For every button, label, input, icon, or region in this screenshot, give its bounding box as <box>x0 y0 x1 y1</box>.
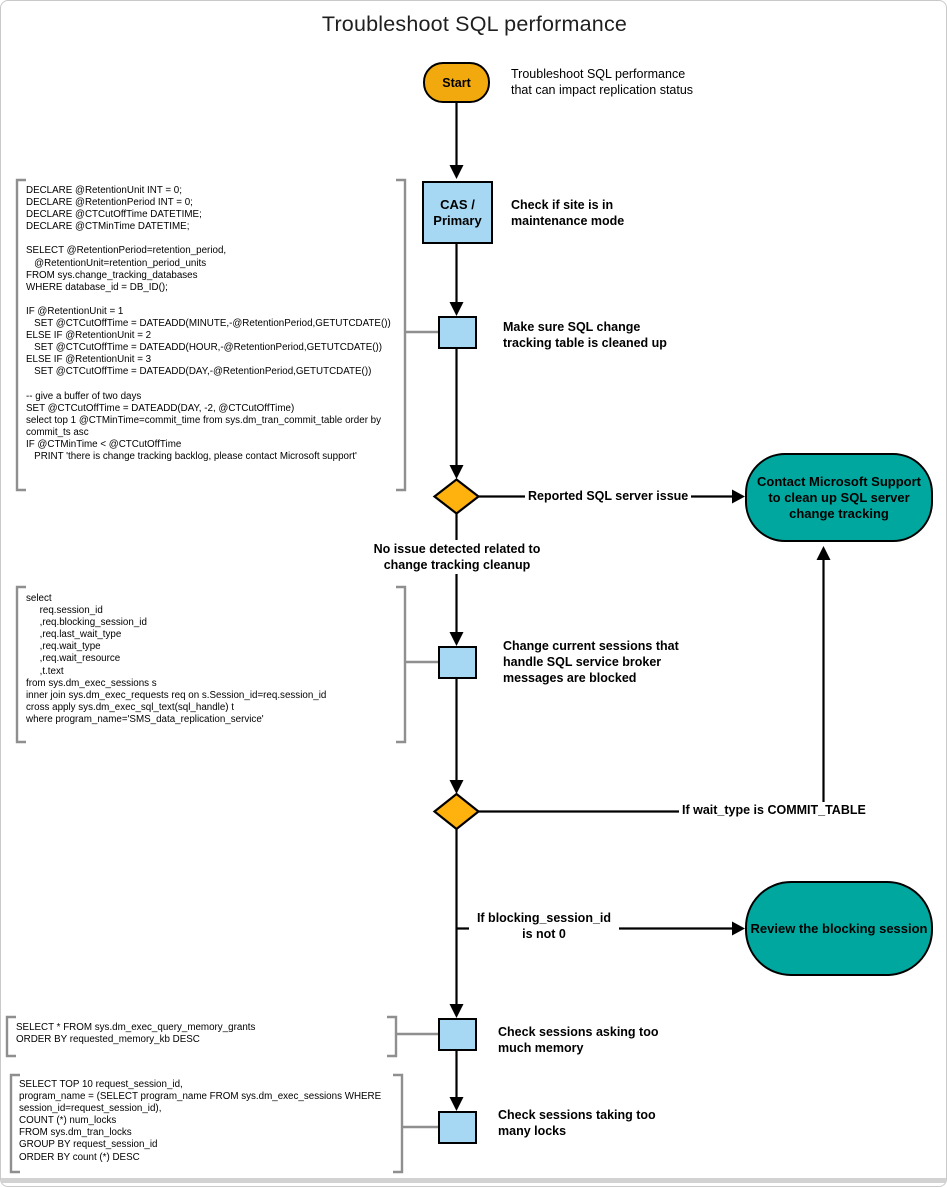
arrowhead-group <box>449 165 831 1111</box>
edge-label-blocking-session: If blocking_session_id is not 0 <box>469 910 619 943</box>
bracket-left-3 <box>5 1015 16 1058</box>
arrowhead-teal1-bottom <box>816 546 831 560</box>
edge-label-reported-issue: Reported SQL server issue <box>525 488 692 506</box>
terminal-node-review-blocking: Review the blocking session <box>745 881 933 976</box>
contact-support-label: Contact Microsoft Support to clean up SQ… <box>757 473 921 521</box>
arrowhead-teal1-left <box>732 489 745 504</box>
arrowhead-diamond2 <box>449 780 464 794</box>
bracket-left-4 <box>9 1073 20 1174</box>
process-node-broker-blocked <box>438 646 477 679</box>
cas-primary-node: CAS / Primary <box>422 181 493 244</box>
start-node: Start <box>423 62 490 103</box>
cas-annotation: Check if site is in maintenance mode <box>511 198 625 228</box>
review-blocking-label: Review the blocking session <box>750 921 928 936</box>
decision-diamond-wait-type <box>432 792 481 831</box>
bracket-left-2 <box>15 585 26 744</box>
decision-diamond-sql-issue <box>432 478 481 515</box>
broker-blocked-annotation: Change current sessions that handle SQL … <box>503 639 679 685</box>
start-node-label: Start <box>442 75 471 90</box>
arrowhead-diamond1 <box>449 465 464 479</box>
locks-check-annotation: Check sessions taking too many locks <box>498 1108 656 1138</box>
bracket-right-3 <box>387 1015 398 1058</box>
bracket-right-2 <box>396 585 407 744</box>
code-bracket-group <box>5 178 438 1174</box>
arrowhead-teal2 <box>732 921 745 936</box>
sql-code-retention-cleanup: DECLARE @RetentionUnit INT = 0; DECLARE … <box>26 185 391 463</box>
bottom-divider-bar <box>1 1178 946 1183</box>
memory-check-annotation: Check sessions asking too much memory <box>498 1025 659 1055</box>
process-node-locks-check <box>438 1111 477 1144</box>
start-annotation: Troubleshoot SQL performance that can im… <box>511 67 694 97</box>
bracket-left-1 <box>15 178 26 492</box>
terminal-node-contact-support: Contact Microsoft Support to clean up SQ… <box>745 453 933 542</box>
sql-code-exec-sessions: select req.session_id ,req.blocking_sess… <box>26 593 327 725</box>
sql-code-tran-locks: SELECT TOP 10 request_session_id, progra… <box>19 1079 382 1163</box>
arrowhead-cas <box>449 165 464 179</box>
edge-label-no-issue: No issue detected related to change trac… <box>347 540 567 574</box>
arrowhead-box1 <box>449 302 464 316</box>
edge-label-wait-type: If wait_type is COMMIT_TABLE <box>679 802 869 820</box>
sql-code-memory-grants: SELECT * FROM sys.dm_exec_query_memory_g… <box>16 1022 256 1046</box>
arrowhead-box3 <box>449 1004 464 1018</box>
diagram-title: Troubleshoot SQL performance <box>321 12 628 36</box>
bracket-right-4 <box>393 1073 404 1174</box>
bracket-right-1 <box>396 178 407 492</box>
process-node-memory-check <box>438 1018 477 1051</box>
cas-primary-label: CAS / Primary <box>433 196 482 228</box>
process-node-cleanup-check <box>438 316 477 349</box>
arrowhead-box2 <box>449 632 464 646</box>
arrowhead-box4 <box>449 1097 464 1111</box>
cleanup-check-annotation: Make sure SQL change tracking table is c… <box>503 320 667 350</box>
